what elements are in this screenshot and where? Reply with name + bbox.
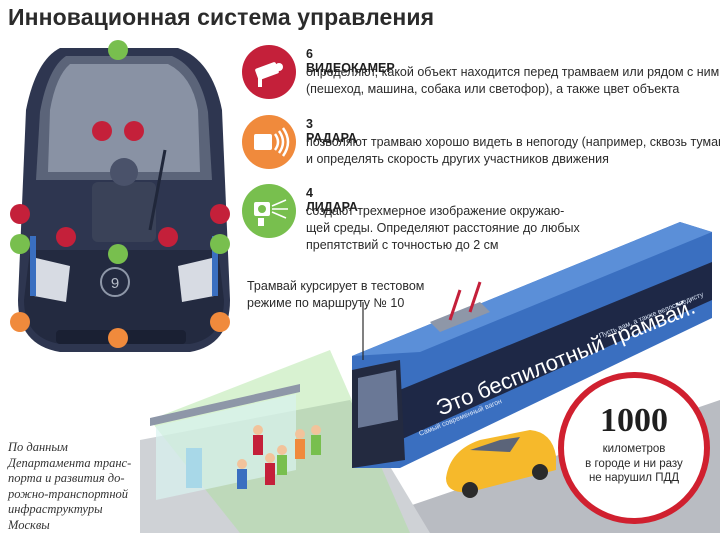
lidar-dot: [10, 234, 30, 254]
sensor-dots: [10, 40, 230, 348]
feature-heading: 4 ЛИДАРА: [306, 186, 358, 214]
tram-logo: 9: [111, 275, 119, 292]
camera-dot: [56, 227, 76, 247]
camera-dot: [10, 204, 30, 224]
stat-value: 1000: [600, 402, 668, 439]
feature-heading: 3 РАДАРА: [306, 117, 357, 145]
lidar-dot: [108, 244, 128, 264]
camera-icon: [242, 45, 296, 99]
stat-caption: километров в городе и ни разу не нарушил…: [585, 443, 683, 484]
feature-heading: 6 ВИДЕОКАМЕР: [306, 47, 395, 75]
page-title: Инновационная система управления: [8, 4, 435, 30]
feature-description: создают трехмерное изображение окружаю- …: [306, 204, 580, 252]
route-note: Трамвай курсирует в тестовом режиме по м…: [247, 279, 425, 310]
lidar-icon: [242, 184, 296, 238]
radar-dot: [210, 312, 230, 332]
distance-stat: 1000 километров в городе и ни разу не на…: [558, 372, 710, 524]
lidar-dot: [210, 234, 230, 254]
radar-dot: [10, 312, 30, 332]
radar-dot: [108, 328, 128, 348]
lidar-dot: [108, 40, 128, 60]
feature-description: позволяют трамваю хорошо видеть в непого…: [306, 135, 720, 166]
tram-front: 9: [18, 48, 230, 352]
camera-dot: [92, 121, 112, 141]
camera-dot: [158, 227, 178, 247]
radar-icon: [242, 115, 296, 169]
street-scene: Это беспилотный трамвай. Пусть вам, а та…: [140, 222, 720, 533]
feature-description: определяют, какой объект находится перед…: [306, 65, 720, 96]
source-note: По данным Департамента транс- порта и ра…: [8, 440, 132, 532]
camera-dot: [210, 204, 230, 224]
camera-dot: [124, 121, 144, 141]
